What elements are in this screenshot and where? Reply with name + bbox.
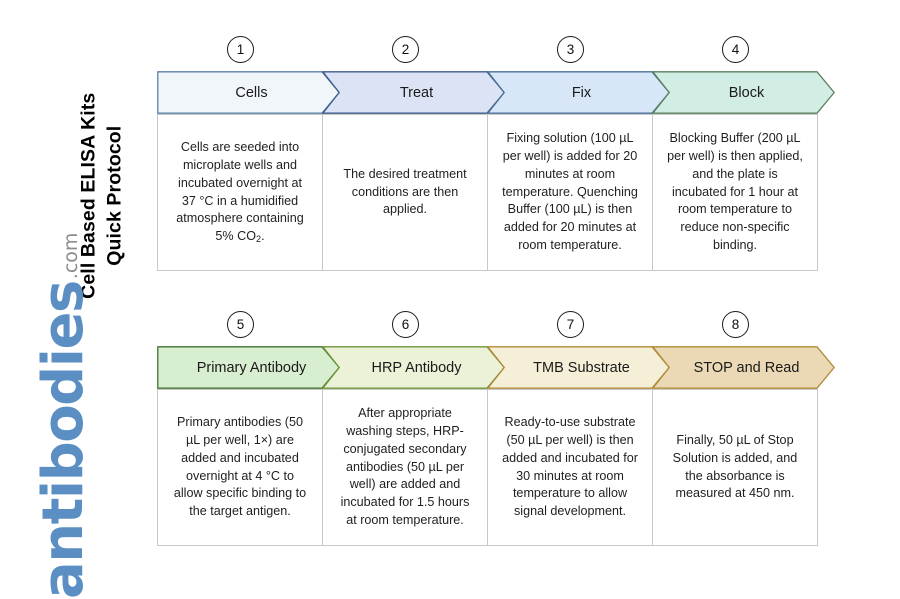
process-row-2: 5 6 7 8 Primary Antibody HRP Antibody TMB Sub… <box>157 311 847 546</box>
process-step-description-box: Primary antibodies (50 µL per well, 1×) … <box>157 389 323 546</box>
step-number-label: 7 <box>566 316 575 332</box>
step-number-group-1: 1 2 3 4 <box>157 36 847 66</box>
step-number-label: 6 <box>401 316 410 332</box>
step-number-badge: 2 <box>392 36 419 63</box>
step-number-badge: 4 <box>722 36 749 63</box>
step-number-label: 4 <box>731 41 740 57</box>
chevron-strip-2: Primary Antibody HRP Antibody TMB Substrat… <box>157 346 847 389</box>
process-step-description-box: Finally, 50 µL of Stop Solution is added… <box>652 389 818 546</box>
step-number-label: 3 <box>566 41 575 57</box>
step-number-badge: 7 <box>557 311 584 338</box>
process-step-description-text: The desired treatment conditions are the… <box>343 166 467 217</box>
antibodies-logo: antibodies .com <box>26 233 97 599</box>
logo-domain: .com <box>60 232 82 280</box>
process-step-chevron[interactable]: Primary Antibody <box>157 346 340 389</box>
step-number-group-2: 5 6 7 8 <box>157 311 847 341</box>
chevron-shape <box>652 346 835 389</box>
process-step-label: Treat <box>399 84 434 101</box>
description-row-1: Cells are seeded into microplate wells a… <box>157 114 847 271</box>
process-step-label: Primary Antibody <box>196 359 307 376</box>
description-row-2: Primary antibodies (50 µL per well, 1×) … <box>157 389 847 546</box>
step-number-label: 8 <box>731 316 740 332</box>
process-step-label: STOP and Read <box>693 359 800 376</box>
step-number-label: 5 <box>236 316 245 332</box>
chevron-strip-1: Cells Treat Fix Block <box>157 71 847 114</box>
process-step-label: HRP Antibody <box>371 359 462 376</box>
step-number-label: 2 <box>401 41 410 57</box>
step-number-badge: 5 <box>227 311 254 338</box>
process-step-description-text: Finally, 50 µL of Stop Solution is added… <box>672 432 798 501</box>
chevron-shape <box>652 71 835 114</box>
process-step-chevron[interactable]: Block <box>652 71 835 114</box>
process-step-description-text: Blocking Buffer (200 µL per well) is the… <box>667 130 803 253</box>
step-number-badge: 8 <box>722 311 749 338</box>
process-step-description-text: Ready-to-use substrate (50 µL per well) … <box>502 414 638 519</box>
process-step-label: TMB Substrate <box>533 359 630 376</box>
process-step-description-text: Cells are seeded into microplate wells a… <box>176 139 304 245</box>
process-step-label: Fix <box>571 84 592 101</box>
process-step-chevron[interactable]: Treat <box>322 71 505 114</box>
process-step-description-box: Fixing solution (100 µL per well) is add… <box>487 114 653 271</box>
process-step-description-text: Primary antibodies (50 µL per well, 1×) … <box>173 414 307 519</box>
step-number-badge: 6 <box>392 311 419 338</box>
process-step-description-box: After appropriate washing steps, HRP-con… <box>322 389 488 546</box>
step-number-badge: 3 <box>557 36 584 63</box>
process-step-label: Block <box>728 84 765 101</box>
process-step-chevron[interactable]: Cells <box>157 71 340 114</box>
step-number-label: 1 <box>236 41 245 57</box>
logo-wordmark: antibodies <box>31 281 97 599</box>
process-step-label: Cells <box>235 84 268 101</box>
step-number-badge: 1 <box>227 36 254 63</box>
process-step-description-box: Blocking Buffer (200 µL per well) is the… <box>652 114 818 271</box>
process-step-chevron[interactable]: HRP Antibody <box>322 346 505 389</box>
process-step-description-text: After appropriate washing steps, HRP-con… <box>340 405 470 528</box>
process-step-description-box: Cells are seeded into microplate wells a… <box>157 114 323 271</box>
process-step-description-box: Ready-to-use substrate (50 µL per well) … <box>487 389 653 546</box>
process-step-description-text: Fixing solution (100 µL per well) is add… <box>502 130 638 253</box>
process-step-chevron[interactable]: Fix <box>487 71 670 114</box>
process-step-chevron[interactable]: TMB Substrate <box>487 346 670 389</box>
process-step-description-box: The desired treatment conditions are the… <box>322 114 488 271</box>
process-row-1: 1 2 3 4 Cells Treat Fix Block Cells are seeded… <box>157 36 847 271</box>
process-step-chevron[interactable]: STOP and Read <box>652 346 835 389</box>
